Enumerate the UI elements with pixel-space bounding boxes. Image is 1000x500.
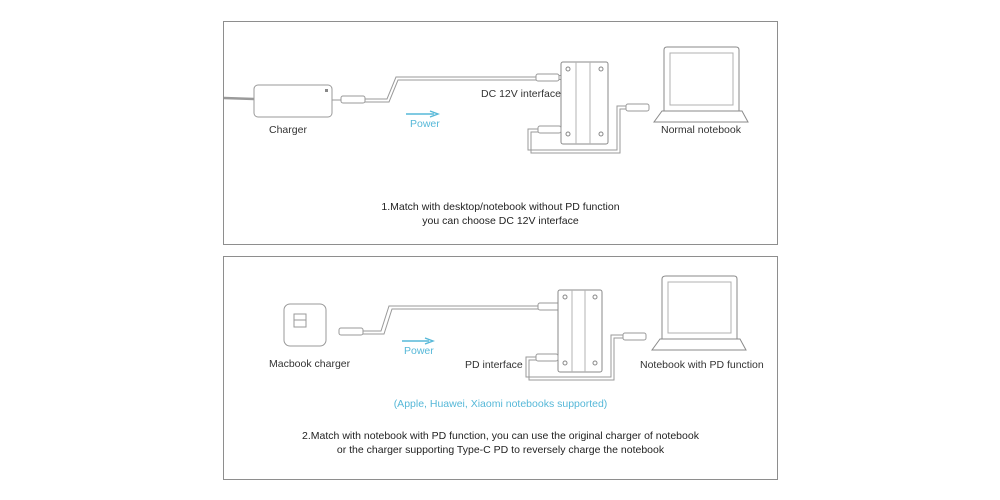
laptop-icon: [651, 275, 747, 351]
panel-pd: Macbook charger Power PD interface Noteb…: [223, 256, 778, 480]
caption-line: 2.Match with notebook with PD function, …: [302, 430, 699, 442]
dc-connection-diagram: [224, 46, 749, 154]
panel-caption: 1.Match with desktop/notebook without PD…: [224, 200, 777, 228]
hub-icon: [557, 289, 603, 373]
interface-label: DC 12V interface: [481, 88, 561, 100]
power-cord: [224, 96, 255, 101]
hub-loop-cable: [525, 332, 647, 381]
power-arrow-icon: [406, 110, 440, 118]
caption-line: you can choose DC 12V interface: [422, 215, 579, 227]
supported-note: (Apple, Huawei, Xiaomi notebooks support…: [393, 398, 608, 410]
panel-caption: 2.Match with notebook with PD function, …: [224, 429, 777, 457]
power-label: Power: [404, 345, 434, 357]
pd-connection-diagram: [283, 275, 747, 381]
macbook-charger-icon: [283, 303, 327, 347]
power-arrow-icon: [402, 337, 435, 345]
caption-line: 1.Match with desktop/notebook without PD…: [381, 201, 620, 213]
laptop-icon: [653, 46, 749, 123]
interface-label: PD interface: [465, 359, 523, 371]
charger-icon: [253, 84, 333, 118]
charger-cable: [338, 302, 566, 336]
hub-loop-cable: [527, 103, 650, 154]
notebook-label: Notebook with PD function: [640, 359, 764, 371]
charger-label: Charger: [269, 124, 307, 136]
power-label: Power: [410, 118, 440, 130]
hub-icon: [560, 61, 609, 145]
caption-line: or the charger supporting Type-C PD to r…: [336, 444, 665, 456]
panel-dc-12v: Charger Power DC 12V interface Normal no…: [223, 21, 778, 245]
notebook-label: Normal notebook: [661, 124, 741, 136]
charger-label: Macbook charger: [269, 358, 351, 370]
